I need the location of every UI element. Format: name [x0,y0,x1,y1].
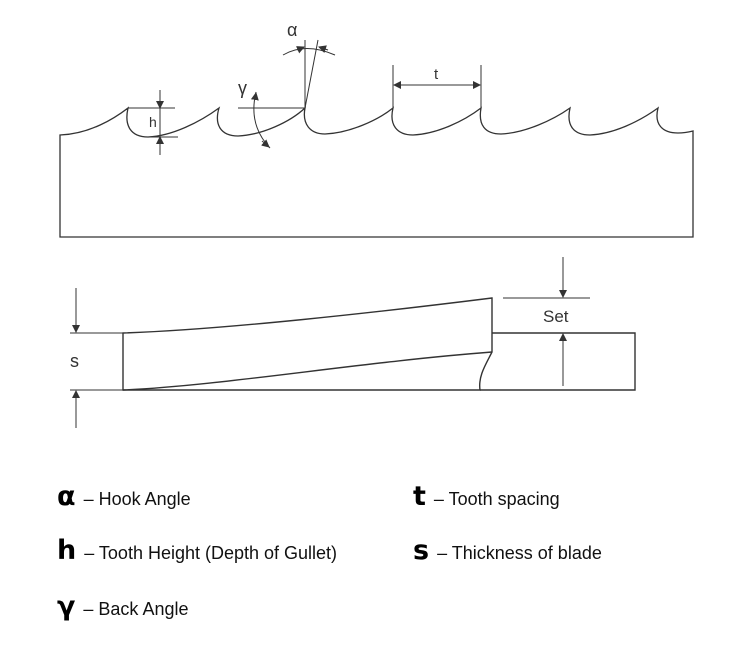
tooth-height-dimension [128,90,178,155]
back-angle-dimension [238,91,305,149]
label-t: t [434,66,439,83]
label-h: h [149,114,157,130]
set-dimension [503,257,590,386]
thickness-dimension [70,288,123,428]
legend-symbol: α [57,481,76,512]
legend-text: – Hook Angle [83,489,191,509]
legend-text: – Tooth spacing [433,489,560,509]
legend-text: – Thickness of blade [437,543,602,563]
label-set: Set [543,307,569,326]
legend-text: – Back Angle [83,599,189,619]
legend-symbol: h [57,535,77,566]
legend-item-tooth-height: h – Tooth Height (Depth of Gullet) [57,535,337,566]
legend-item-thickness: s – Thickness of blade [413,535,602,566]
legend-text: – Tooth Height (Depth of Gullet) [84,543,338,563]
legend-symbol: γ [57,591,76,622]
hook-angle-dimension [282,39,336,109]
label-gamma: γ [238,78,247,98]
legend-item-back-angle: γ – Back Angle [57,591,188,622]
tooth-spacing-dimension [392,65,482,108]
legend-item-hook-angle: α – Hook Angle [57,481,191,512]
blade-profile [59,106,694,238]
set-tooth-inner-edge [122,351,493,391]
legend-symbol: s [413,535,430,566]
blade-outline [59,106,694,238]
legend-item-tooth-spacing: t – Tooth spacing [413,481,560,512]
label-s: s [70,351,79,371]
blade-body-rect [480,332,636,391]
label-alpha: α [287,20,297,40]
legend-symbol: t [413,481,426,512]
set-tooth-outline [122,297,493,391]
